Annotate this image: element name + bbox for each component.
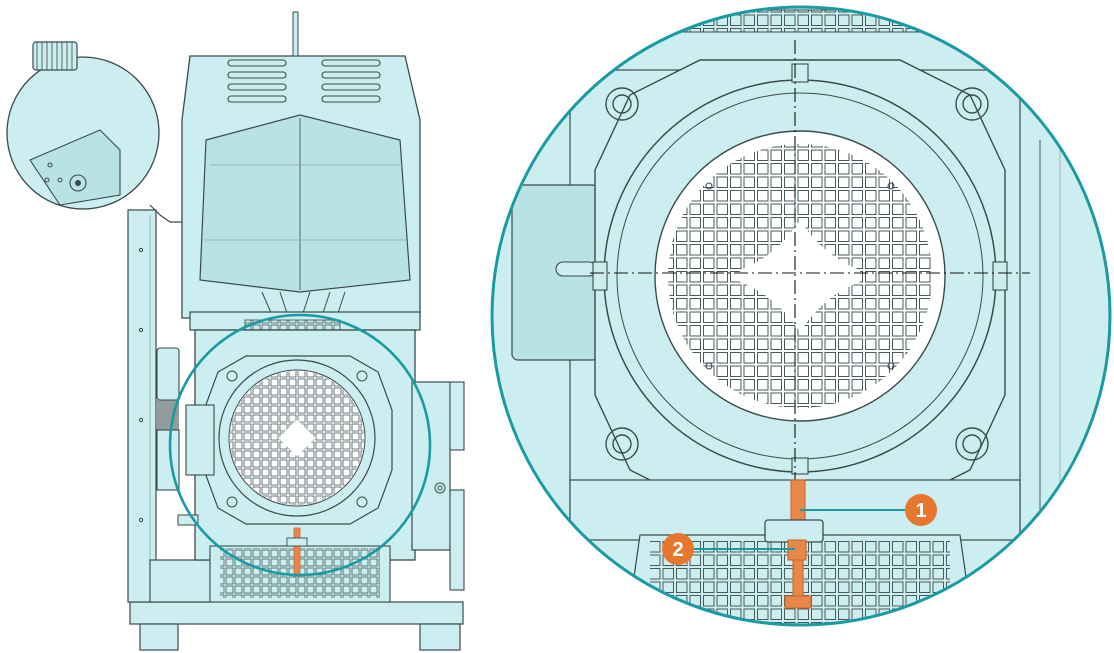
callout-1-label: 1 (915, 500, 926, 522)
support-column (127, 209, 157, 603)
machine-overview (6, 11, 465, 651)
callout-1: 1 (905, 494, 937, 526)
zoom-circle-outline (490, 5, 1112, 627)
tank-cap (32, 41, 78, 71)
callout-2: 2 (662, 533, 694, 565)
callout-2-label: 2 (672, 539, 683, 561)
front-cover (199, 114, 411, 293)
drain-plug-small (293, 527, 301, 577)
zoom-detail: 1 2 (490, 5, 1112, 627)
base-plate (129, 601, 464, 625)
tube-bracket (764, 519, 824, 543)
zoom-region-marker (168, 313, 432, 577)
